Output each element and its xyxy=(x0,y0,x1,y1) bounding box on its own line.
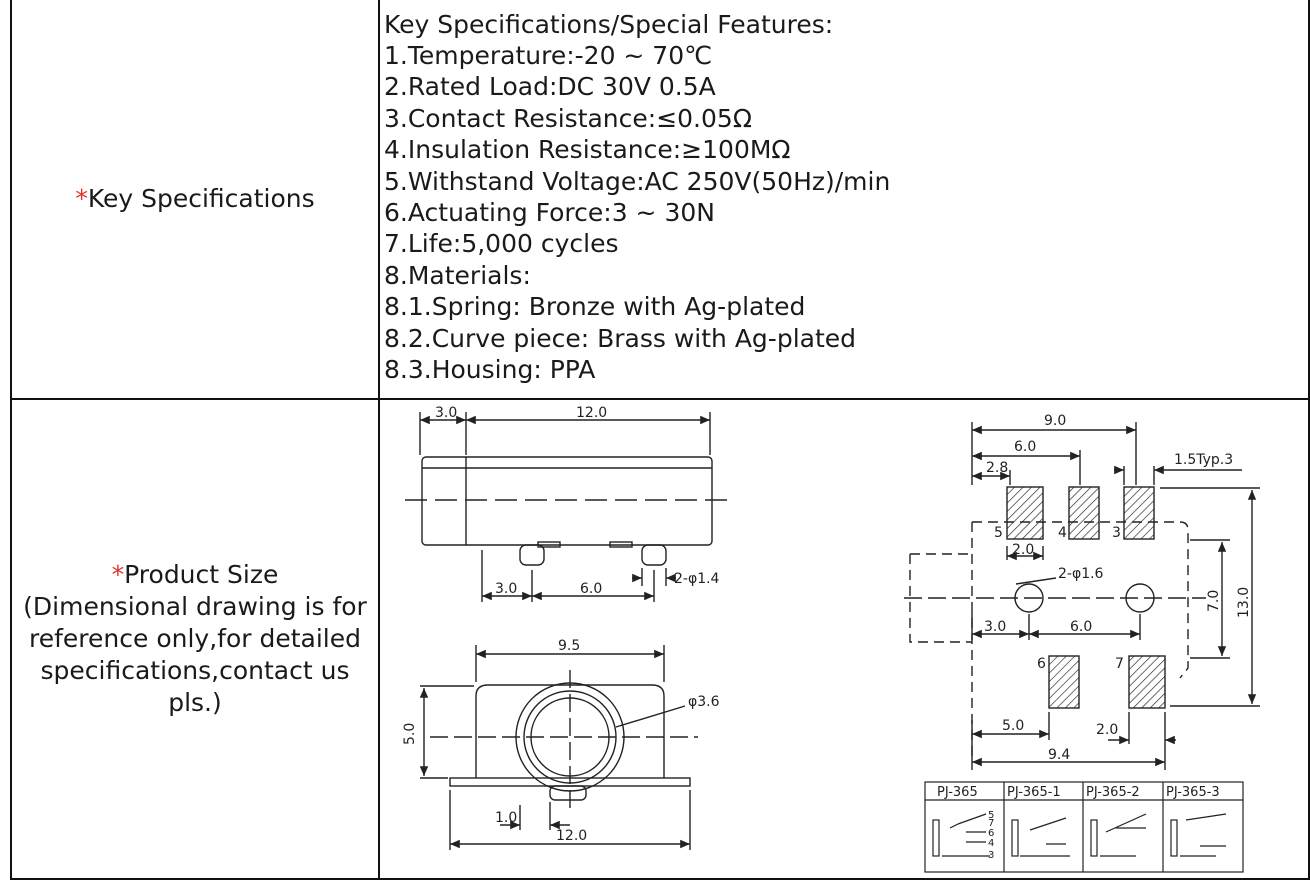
spec-line: 5.Withstand Voltage:AC 250V(50Hz)/min xyxy=(384,166,891,196)
schematic-pj365-3 xyxy=(1170,813,1227,857)
variant-pj-365-2: PJ-365-2 xyxy=(1086,785,1140,800)
dim-9-5: 9.5 xyxy=(558,638,580,654)
schematic-pj365 xyxy=(932,813,990,857)
variant-pj-365-3: PJ-365-3 xyxy=(1166,785,1220,800)
key-spec-content-cell: Key Specifications/Special Features: 1.T… xyxy=(378,0,1310,400)
spec-line: 8.3.Housing: PPA xyxy=(384,355,596,385)
key-spec-row: *Key Specifications Key Specifications/S… xyxy=(10,0,1310,400)
dim-1-0: 1.0 xyxy=(495,810,517,826)
holes-dia-1-6: 2-φ1.6 xyxy=(1058,566,1104,582)
dim-2-0-bottom: 2.0 xyxy=(1096,722,1118,738)
pin-3: 3 xyxy=(1112,525,1121,541)
size-note-line: (Dimensional drawing is for xyxy=(23,592,367,621)
size-note-line: specifications,contact us pls.) xyxy=(40,656,350,717)
spec-line: 8.Materials: xyxy=(384,260,531,290)
product-size-row: *Product Size (Dimensional drawing is fo… xyxy=(10,398,1310,880)
dim-9-0: 9.0 xyxy=(1044,413,1066,429)
spec-line: 3.Contact Resistance:≤0.05Ω xyxy=(384,103,752,133)
spec-heading: Key Specifications/Special Features: xyxy=(384,9,834,39)
pin-5: 5 xyxy=(994,525,1003,541)
dimensional-drawing-svg: 3.0 12.0 3.0 6.0 2-φ1.4 xyxy=(402,405,1260,873)
footprint-view xyxy=(904,422,1260,770)
spec-table: *Key Specifications Key Specifications/S… xyxy=(10,0,1310,880)
dim-2-8: 2.8 xyxy=(986,460,1008,476)
product-size-label-cell: *Product Size (Dimensional drawing is fo… xyxy=(10,398,380,880)
dim-13-0: 13.0 xyxy=(1236,587,1252,618)
key-spec-label-cell: *Key Specifications xyxy=(10,0,380,400)
spec-line: 2.Rated Load:DC 30V 0.5A xyxy=(384,72,716,102)
schem-pin-4: 4 xyxy=(988,838,994,849)
dim-6-0-fp: 6.0 xyxy=(1014,439,1036,455)
spec-line: 1.Temperature:-20 ~ 70℃ xyxy=(384,40,713,70)
dim-2-0-pad: 2.0 xyxy=(1012,542,1034,558)
hole-dia-3-6: φ3.6 xyxy=(688,694,720,710)
dim-6-0-holes: 6.0 xyxy=(1070,619,1092,635)
variant-pj-365-1: PJ-365-1 xyxy=(1007,785,1061,800)
pin-6: 6 xyxy=(1037,656,1046,672)
dimensional-drawing: 3.0 12.0 3.0 6.0 2-φ1.4 xyxy=(380,400,1310,878)
variant-pj-365: PJ-365 xyxy=(937,785,978,800)
spec-list: Key Specifications/Special Features: 1.T… xyxy=(380,7,1308,392)
dim-6-0-bottom: 6.0 xyxy=(580,581,602,597)
pin-4: 4 xyxy=(1058,525,1067,541)
dim-3-0-top: 3.0 xyxy=(435,405,457,421)
spec-line: 7.Life:5,000 cycles xyxy=(384,229,619,259)
pin-7: 7 xyxy=(1115,656,1124,672)
schem-pin-6: 6 xyxy=(988,828,994,839)
schematic-pj365-1 xyxy=(1011,817,1070,857)
product-size-drawing-cell: 3.0 12.0 3.0 6.0 2-φ1.4 xyxy=(378,398,1310,880)
schematic-pj365-2 xyxy=(1090,813,1147,857)
key-spec-label: Key Specifications xyxy=(87,184,315,213)
spec-line: 6.Actuating Force:3 ~ 30N xyxy=(384,198,715,227)
required-star: * xyxy=(75,184,88,213)
pin-dia-1-4: 2-φ1.4 xyxy=(674,571,720,587)
required-star: * xyxy=(111,560,125,589)
size-note-line: reference only,for detailed xyxy=(29,624,361,653)
dim-9-4: 9.4 xyxy=(1048,747,1070,763)
schem-pin-5: 5 xyxy=(988,810,994,821)
variant-table xyxy=(924,781,1244,873)
dim-5-0: 5.0 xyxy=(402,723,418,745)
side-view xyxy=(405,412,730,602)
dim-5-0-fp: 5.0 xyxy=(1002,718,1024,734)
spec-line: 8.1.Spring: Bronze with Ag-plated xyxy=(384,292,806,322)
dim-12-0-top: 12.0 xyxy=(576,405,607,421)
schem-pin-3: 3 xyxy=(988,850,994,861)
dim-12-0-bottom: 12.0 xyxy=(556,828,587,844)
schem-pin-7: 7 xyxy=(988,818,994,829)
spec-line: 8.2.Curve piece: Brass with Ag-plated xyxy=(384,323,857,353)
dim-3-0-bottom: 3.0 xyxy=(495,581,517,597)
spec-line: 4.Insulation Resistance:≥100MΩ xyxy=(384,135,791,165)
pad-width-1-5-typ: 1.5Typ.3 xyxy=(1174,452,1233,468)
dim-3-0-fp: 3.0 xyxy=(984,619,1006,635)
dim-7-0: 7.0 xyxy=(1206,590,1222,612)
product-size-label: Product Size xyxy=(124,560,279,589)
front-view xyxy=(419,645,698,850)
